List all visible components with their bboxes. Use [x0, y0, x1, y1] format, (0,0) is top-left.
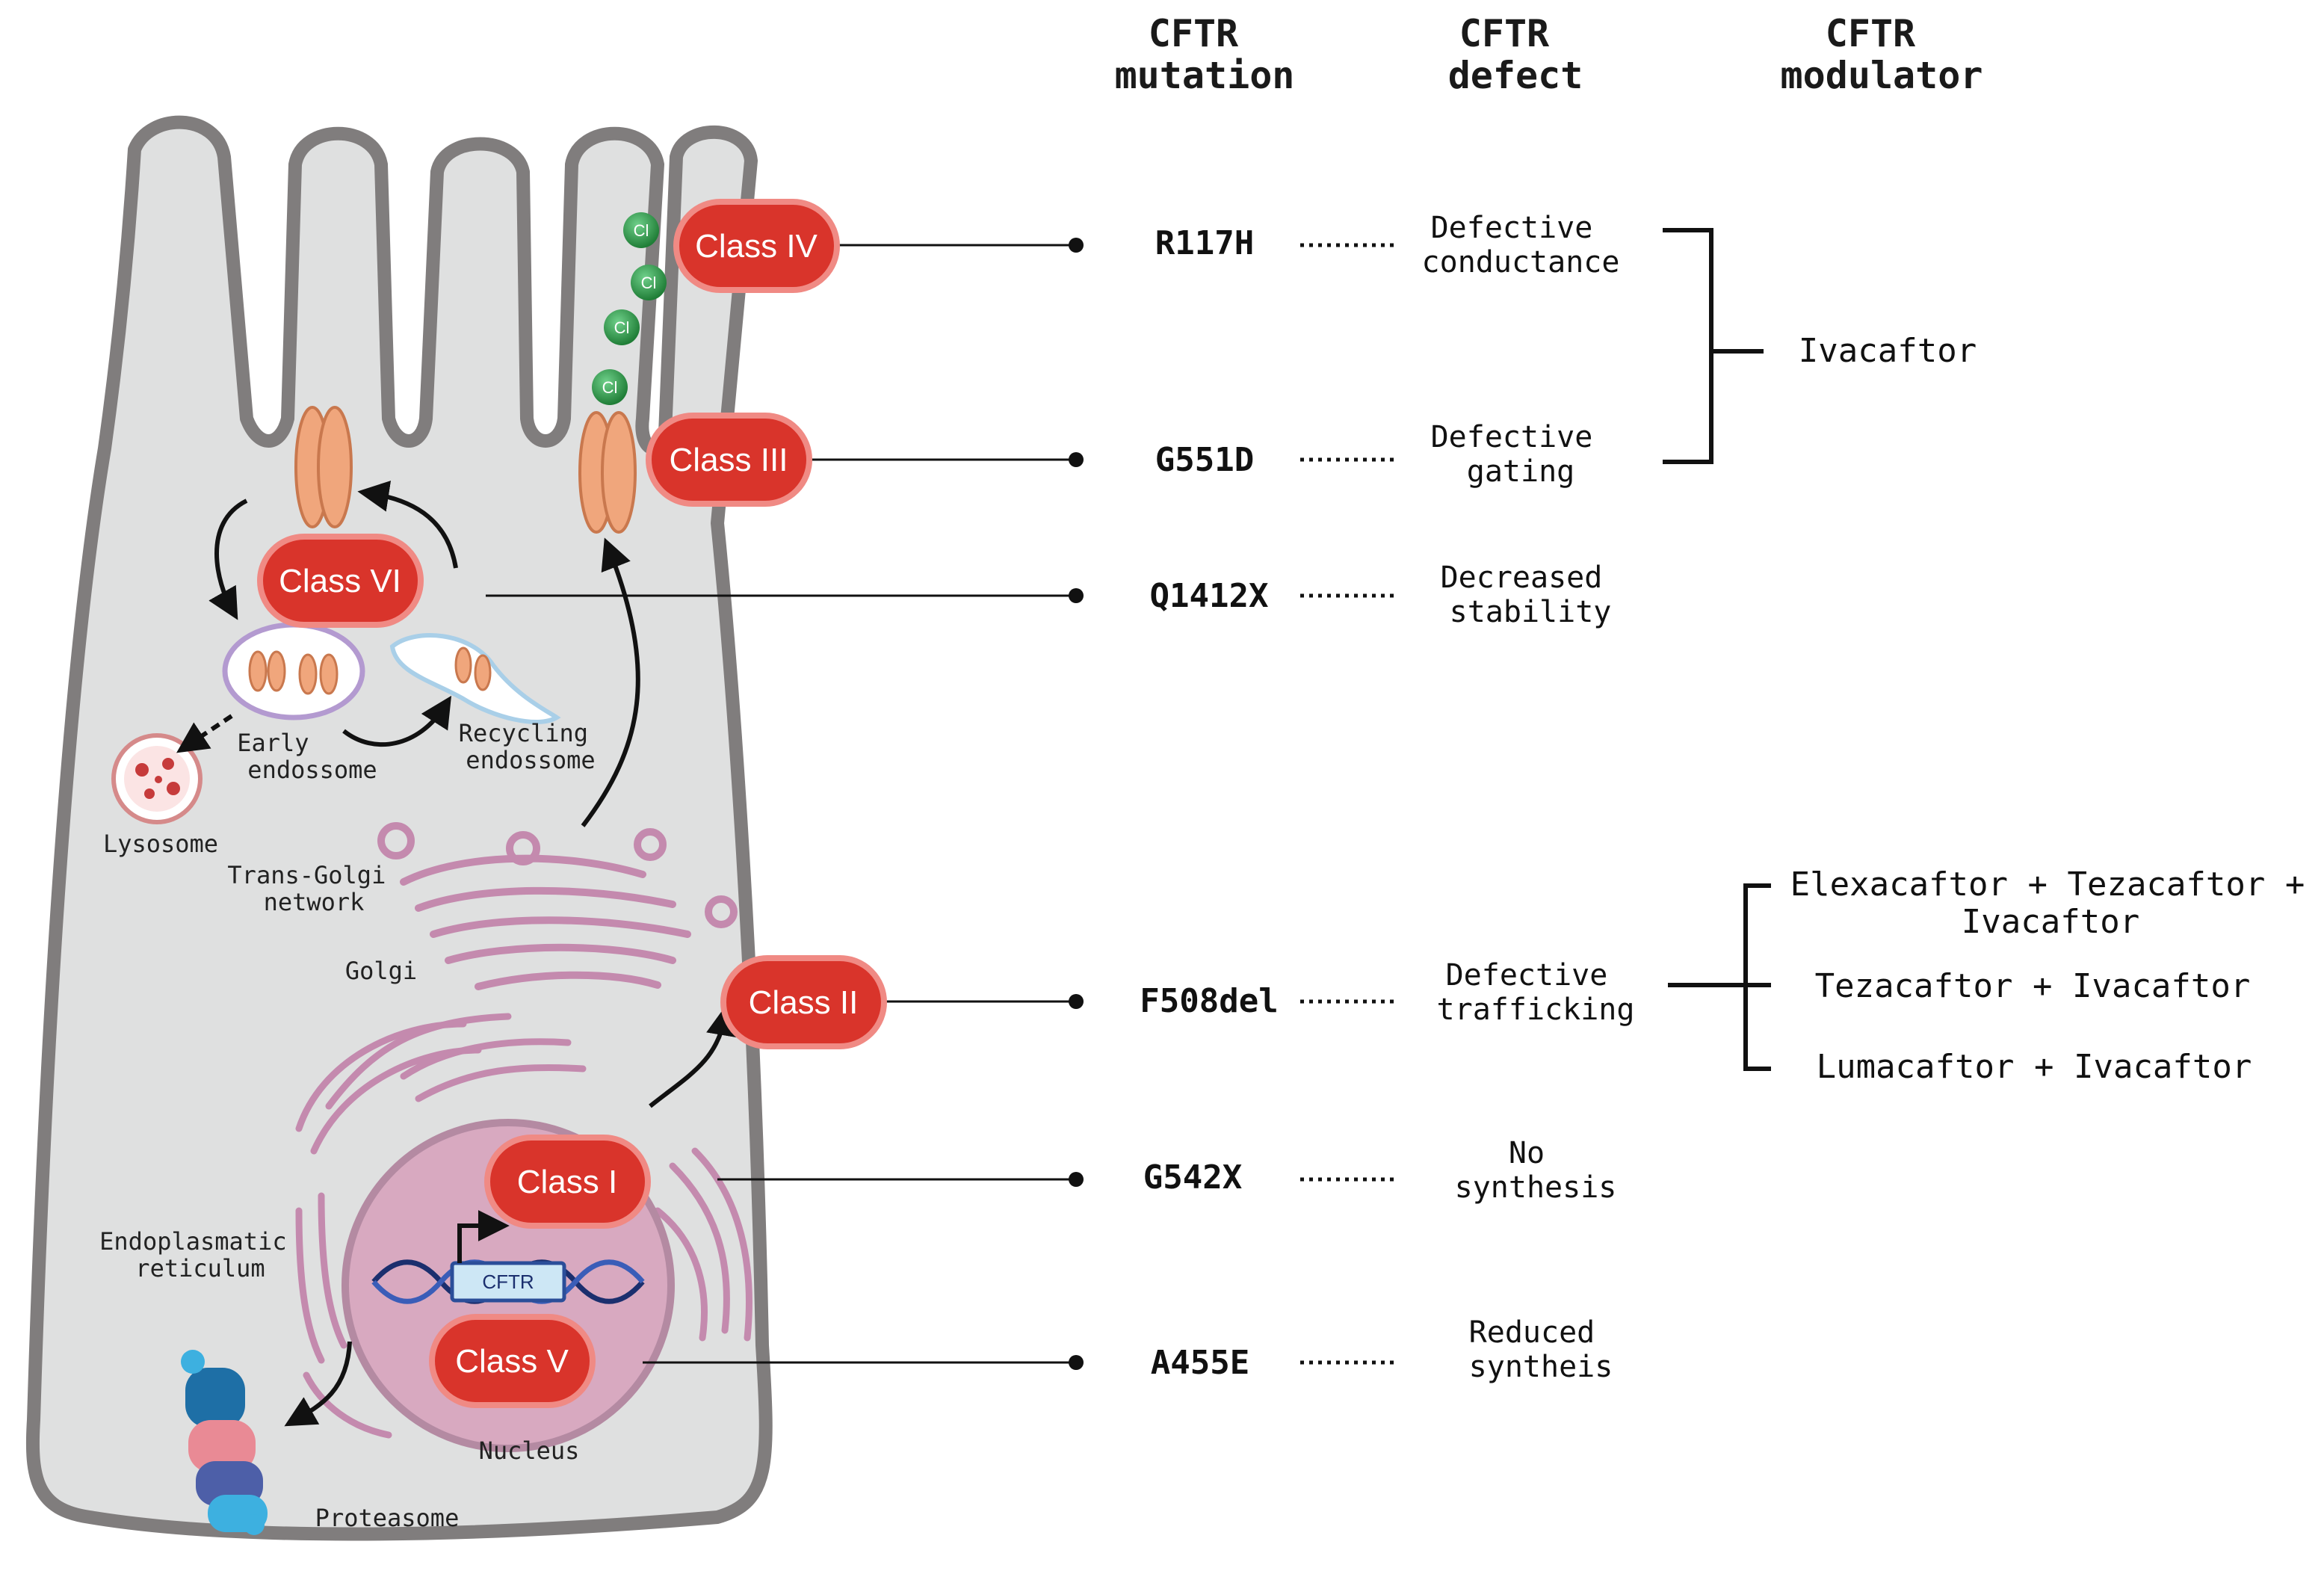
connector-dot — [1069, 452, 1084, 467]
class-pill-ii: Class II — [720, 955, 887, 1049]
mutation-f508del: F508del — [1140, 982, 1278, 1020]
transcription-arrow-icon — [457, 1210, 510, 1263]
modulator-elexa-line2: Ivacaftor — [1962, 903, 2139, 941]
connector-dot — [1069, 994, 1084, 1009]
nucleus-label: Nucleus — [479, 1436, 580, 1465]
class-iv-label: Class IV — [695, 228, 818, 265]
cftr-channel-left-icon — [294, 406, 353, 528]
class-i-label: Class I — [517, 1164, 617, 1200]
chloride-label: Cl — [641, 274, 657, 292]
header-mutation: CFTR mutation — [1115, 12, 1295, 97]
class-pill-v: Class V — [429, 1314, 596, 1408]
chloride-label: Cl — [602, 378, 618, 397]
lysosome-icon — [111, 733, 203, 824]
defect-stability: Decreased stability — [1441, 561, 1621, 629]
chloride-ion-icon — [631, 265, 667, 300]
class-pill-iii: Class III — [646, 413, 812, 507]
mutation-g542x: G542X — [1143, 1158, 1242, 1197]
class-pill-i: Class I — [484, 1135, 651, 1229]
chloride-ion-icon — [604, 309, 640, 345]
header-modulator: CFTR modulator — [1781, 12, 1983, 97]
class-vi-label: Class VI — [279, 563, 401, 599]
header-defect: CFTR defect — [1448, 12, 1583, 97]
er-label: Endoplasmatic reticulum — [99, 1227, 301, 1283]
proteasome-label: Proteasome — [315, 1504, 460, 1532]
defect-gating: Defective gating — [1431, 420, 1611, 489]
cftr-channel-right-icon — [578, 411, 637, 534]
class-pill-vi: Class VI — [257, 534, 424, 628]
connector-lines — [486, 238, 1084, 1370]
modulator-brackets — [1663, 228, 1771, 1071]
modulator-ivacaftor: Ivacaftor — [1799, 332, 1977, 370]
endoplasmic-reticulum — [295, 1013, 752, 1439]
connector-dot — [1069, 1355, 1084, 1370]
mutation-g551d: G551D — [1155, 441, 1254, 479]
proteasome-icon — [181, 1350, 268, 1535]
early-endosome-label: Early endossome — [237, 729, 377, 784]
trafficking-arrows — [176, 481, 738, 1427]
mutation-a455e: A455E — [1151, 1344, 1249, 1382]
dotted-leaders — [1300, 243, 1397, 1365]
defect-conductance: Defective conductance — [1422, 211, 1620, 280]
chloride-ion-icon — [592, 369, 628, 405]
gene-label: CFTR — [482, 1271, 534, 1293]
chloride-label: Cl — [614, 318, 630, 337]
lysosome-label: Lysosome — [103, 830, 218, 858]
recycling-endosome-label: Recycling endossome — [459, 719, 603, 774]
cftr-gene-box — [450, 1261, 566, 1303]
class-pill-iv: Class IV — [673, 199, 840, 293]
golgi-apparatus — [377, 822, 738, 990]
modulator-luma-iva: Lumacaftor + Ivacaftor — [1817, 1048, 2252, 1086]
defect-reduced-synthesis: Reduced syntheis — [1469, 1315, 1613, 1384]
recycling-endosome-icon — [389, 633, 561, 724]
golgi-label: Golgi — [345, 957, 417, 985]
class-iii-label: Class III — [670, 442, 788, 478]
connector-dot — [1069, 1172, 1084, 1187]
modulator-teza-iva: Tezacaftor + Ivacaftor — [1815, 967, 2251, 1005]
modulator-elexa-line1: Elexacaftor + Tezacaftor + — [1790, 865, 2305, 904]
defect-trafficking: Defective trafficking — [1437, 958, 1635, 1027]
chloride-ions: Cl Cl Cl Cl — [592, 212, 667, 405]
defect-synthesis: No synthesis — [1455, 1136, 1617, 1205]
chloride-ion-icon — [623, 212, 659, 248]
trans-golgi-label: Trans-Golgi network — [227, 861, 400, 916]
connector-dot — [1069, 588, 1084, 603]
mutation-q1412x: Q1412X — [1150, 577, 1269, 615]
mutation-r117h: R117H — [1155, 224, 1254, 262]
chloride-label: Cl — [634, 221, 649, 240]
class-v-label: Class V — [455, 1343, 569, 1380]
class-ii-label: Class II — [749, 984, 859, 1021]
early-endosome-icon — [222, 622, 365, 720]
connector-dot — [1069, 238, 1084, 253]
